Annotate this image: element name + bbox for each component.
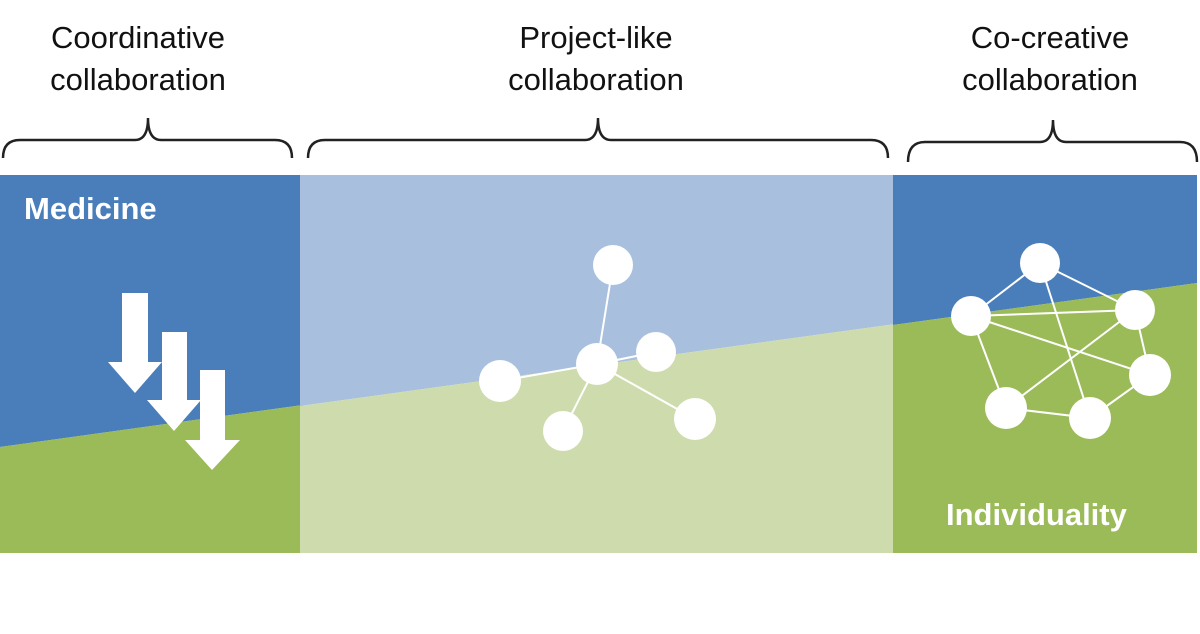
- header-line: Co-creative: [970, 20, 1130, 55]
- mesh-network-icon: [951, 243, 1171, 439]
- downward-arrows-icon: [108, 293, 240, 470]
- bracket-coordinative: [1, 117, 294, 159]
- medicine-area-left: [0, 175, 303, 447]
- medicine-area-middle: [300, 175, 895, 406]
- individuality-area-right: [893, 283, 1197, 553]
- medicine-label: Medicine: [24, 191, 157, 226]
- bracket-project-like: [306, 117, 890, 159]
- header-co-creative: Co-creative collaboration: [900, 17, 1200, 101]
- header-line: collaboration: [962, 62, 1138, 97]
- header-line: Coordinative: [50, 20, 226, 55]
- individuality-area-middle: [300, 324, 895, 553]
- header-project-like: Project-like collaboration: [446, 17, 746, 101]
- bracket-co-creative: [906, 119, 1199, 163]
- star-network-icon: [479, 245, 716, 451]
- header-line: collaboration: [50, 62, 226, 97]
- header-line: collaboration: [508, 62, 684, 97]
- header-coordinative: Coordinative collaboration: [0, 17, 288, 101]
- individuality-label: Individuality: [946, 497, 1127, 532]
- header-line: Project-like: [519, 20, 673, 55]
